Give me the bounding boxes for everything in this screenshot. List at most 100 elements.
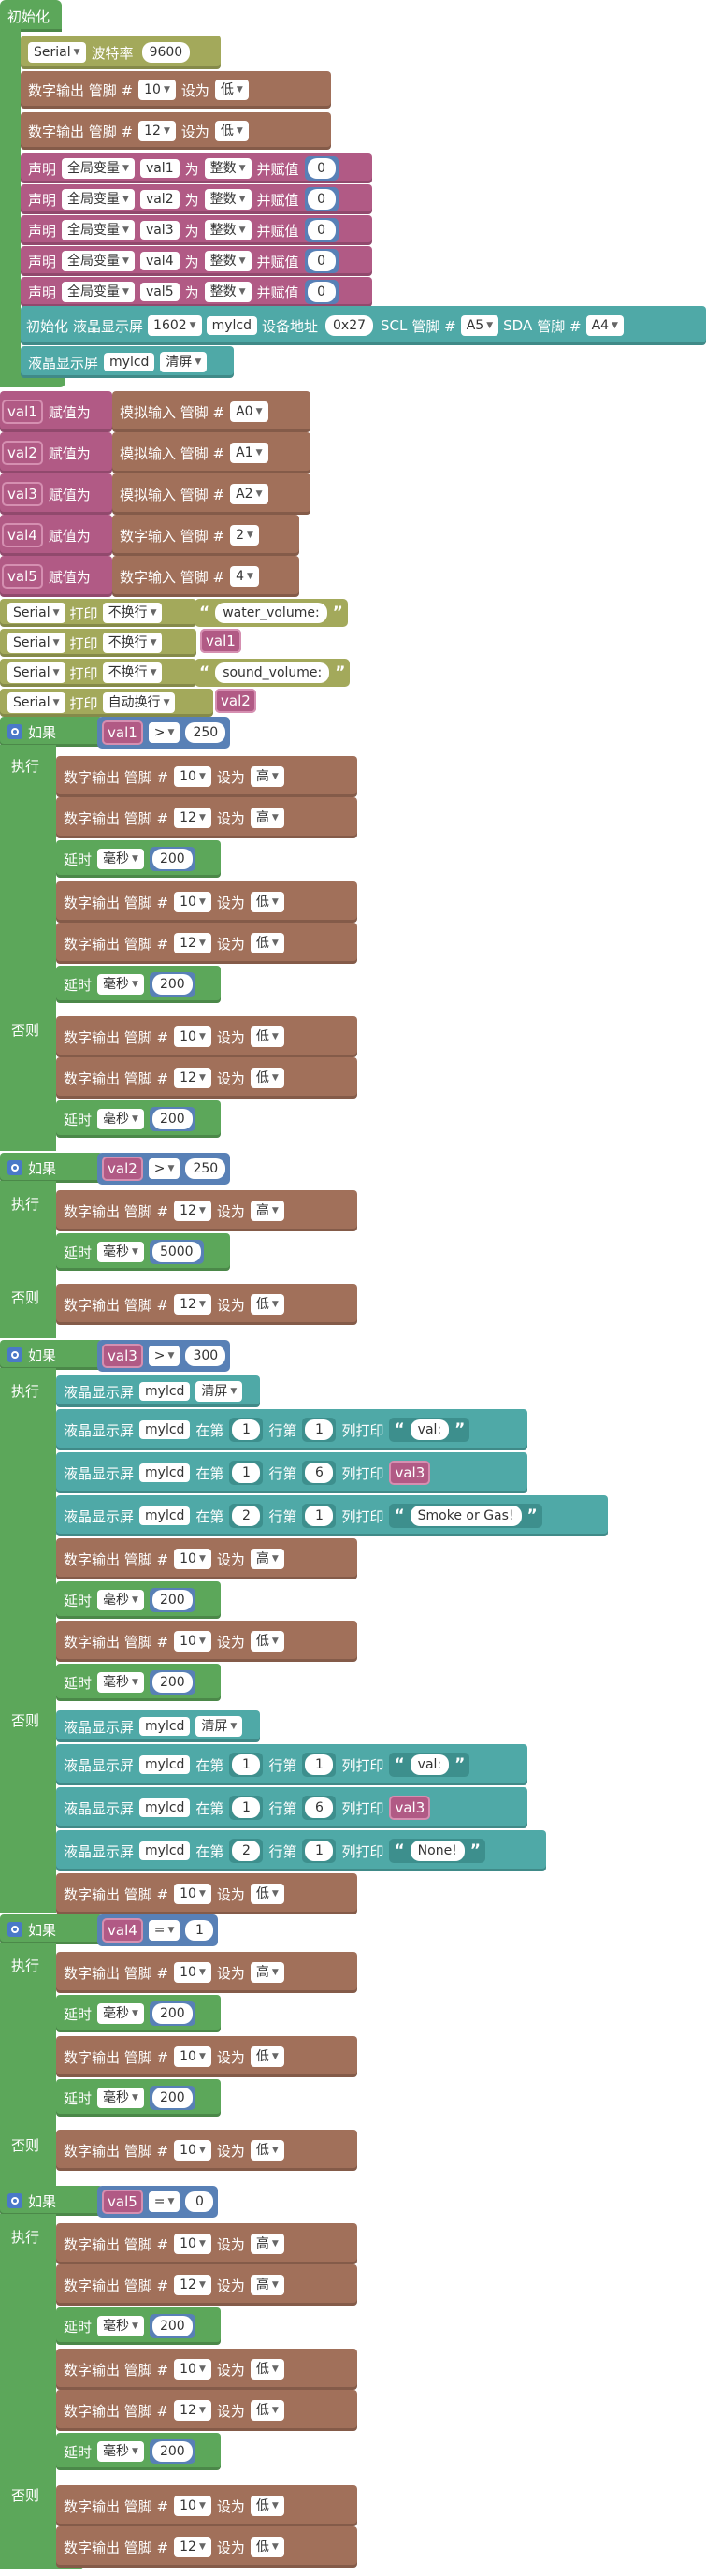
- declare-block[interactable]: 声明 全局变量▼ val5 为 整数▼ 并赋值 0: [21, 277, 372, 307]
- level-dropdown[interactable]: 高▼: [250, 808, 284, 828]
- string-block[interactable]: “val:”: [389, 1753, 470, 1777]
- level-dropdown[interactable]: 低▼: [250, 2537, 284, 2557]
- if-block[interactable]: 如果: [0, 1340, 103, 1370]
- row-value[interactable]: 2: [232, 1841, 261, 1861]
- dout-block[interactable]: 数字输出 管脚 # 10▼ 设为 高▼: [56, 1952, 357, 1993]
- pin-dropdown[interactable]: 10▼: [174, 1631, 211, 1652]
- delay-value[interactable]: 200: [151, 974, 193, 995]
- level-dropdown[interactable]: 低▼: [250, 933, 284, 953]
- delay-block[interactable]: 延时 毫秒▼ 200: [56, 966, 221, 1003]
- pin-dropdown[interactable]: 10▼: [174, 2496, 211, 2516]
- var-getter[interactable]: val2: [102, 1157, 143, 1181]
- type-dropdown[interactable]: 整数▼: [204, 220, 252, 240]
- var-getter[interactable]: val2: [215, 689, 256, 713]
- compare-value[interactable]: 0: [185, 2191, 214, 2212]
- unit-dropdown[interactable]: 毫秒▼: [97, 974, 144, 995]
- analog-read-block[interactable]: 模拟输入 管脚 # A0▼: [112, 391, 310, 432]
- pin-dropdown[interactable]: 10▼: [174, 2046, 211, 2067]
- declare-block[interactable]: 声明 全局变量▼ val1 为 整数▼ 并赋值 0: [21, 153, 372, 183]
- unit-dropdown[interactable]: 毫秒▼: [97, 1109, 144, 1129]
- lcd-model-dropdown[interactable]: 1602▼: [148, 315, 202, 336]
- init-value[interactable]: 0: [307, 189, 336, 210]
- scope-dropdown[interactable]: 全局变量▼: [62, 220, 135, 240]
- var-getter[interactable]: val5: [2, 564, 43, 589]
- init-value[interactable]: 0: [307, 282, 336, 302]
- row-value[interactable]: 1: [232, 1754, 261, 1775]
- row-value[interactable]: 2: [232, 1506, 261, 1526]
- level-dropdown[interactable]: 高▼: [250, 2275, 284, 2295]
- unit-dropdown[interactable]: 毫秒▼: [97, 2316, 144, 2336]
- operator-dropdown[interactable]: >▼: [148, 1346, 180, 1366]
- col-value[interactable]: 6: [305, 1797, 334, 1818]
- operator-dropdown[interactable]: =▼: [148, 1920, 180, 1941]
- compare-value[interactable]: 250: [185, 722, 226, 743]
- delay-value[interactable]: 200: [151, 2316, 193, 2336]
- if-block[interactable]: 如果: [0, 2186, 103, 2216]
- if-block[interactable]: 如果: [0, 1914, 103, 1944]
- lcd-clear-dropdown[interactable]: 清屏▼: [195, 1381, 243, 1402]
- pin-dropdown[interactable]: 12▼: [174, 1294, 211, 1315]
- pin-dropdown[interactable]: 4▼: [230, 566, 259, 587]
- pin-dropdown[interactable]: 10▼: [174, 1026, 211, 1047]
- scope-dropdown[interactable]: 全局变量▼: [62, 189, 135, 210]
- pin-dropdown[interactable]: A0▼: [230, 401, 268, 422]
- dout-block[interactable]: 数字输出 管脚 # 12▼ 设为 低▼: [21, 112, 331, 150]
- compare-block[interactable]: val5 =▼ 0: [97, 2186, 219, 2218]
- delay-block[interactable]: 延时 毫秒▼ 200: [56, 1664, 221, 1701]
- gear-icon[interactable]: [7, 1922, 22, 1937]
- compare-block[interactable]: val3 >▼ 300: [97, 1340, 231, 1372]
- string-value[interactable]: None!: [410, 1841, 465, 1861]
- pin-dropdown[interactable]: 12▼: [174, 808, 211, 828]
- pin-dropdown[interactable]: 10▼: [174, 892, 211, 912]
- type-dropdown[interactable]: 整数▼: [204, 189, 252, 210]
- var-name[interactable]: val2: [139, 190, 180, 209]
- var-getter[interactable]: val4: [102, 1918, 143, 1943]
- dout-block[interactable]: 数字输出 管脚 # 12▼ 设为 高▼: [56, 2264, 357, 2306]
- lcd-name-input[interactable]: mylcd: [139, 1717, 191, 1736]
- serial-print-block[interactable]: Serial▼ 打印 不换行▼: [0, 659, 196, 687]
- init-value[interactable]: 0: [307, 220, 336, 240]
- compare-block[interactable]: val4 =▼ 1: [97, 1914, 219, 1946]
- addr-input[interactable]: 0x27: [325, 315, 374, 336]
- compare-value[interactable]: 1: [185, 1920, 214, 1941]
- level-dropdown[interactable]: 低▼: [250, 2496, 284, 2516]
- level-dropdown[interactable]: 低▼: [214, 121, 249, 141]
- unit-dropdown[interactable]: 毫秒▼: [97, 1242, 144, 1262]
- string-block[interactable]: “Smoke or Gas!”: [389, 1504, 542, 1528]
- string-value[interactable]: val:: [410, 1419, 450, 1440]
- level-dropdown[interactable]: 低▼: [250, 892, 284, 912]
- col-value[interactable]: 1: [305, 1841, 334, 1861]
- pin-dropdown[interactable]: 10▼: [138, 80, 176, 100]
- pin-dropdown[interactable]: 10▼: [174, 1884, 211, 1904]
- row-value[interactable]: 1: [232, 1419, 261, 1440]
- level-dropdown[interactable]: 低▼: [250, 2359, 284, 2380]
- delay-block[interactable]: 延时 毫秒▼ 200: [56, 2079, 221, 2117]
- serial-print-block[interactable]: Serial▼ 打印 自动换行▼: [0, 689, 213, 717]
- gear-icon[interactable]: [7, 1160, 22, 1175]
- level-dropdown[interactable]: 低▼: [250, 2140, 284, 2161]
- level-dropdown[interactable]: 高▼: [250, 1549, 284, 1569]
- assign-block[interactable]: val3 赋值为: [0, 473, 112, 515]
- level-dropdown[interactable]: 高▼: [250, 766, 284, 787]
- pin-dropdown[interactable]: 10▼: [174, 1549, 211, 1569]
- level-dropdown[interactable]: 高▼: [250, 1962, 284, 1983]
- dout-block[interactable]: 数字输出 管脚 # 10▼ 设为 低▼: [56, 2485, 357, 2526]
- if-block[interactable]: 如果: [0, 717, 103, 747]
- delay-block[interactable]: 延时 毫秒▼ 200: [56, 2433, 221, 2470]
- delay-value[interactable]: 200: [151, 1672, 193, 1693]
- dout-block[interactable]: 数字输出 管脚 # 12▼ 设为 低▼: [56, 923, 357, 964]
- level-dropdown[interactable]: 低▼: [250, 1068, 284, 1088]
- row-value[interactable]: 1: [232, 1797, 261, 1818]
- lcd-name-input[interactable]: mylcd: [139, 1506, 191, 1525]
- string-block[interactable]: “water_volume:”: [195, 599, 348, 627]
- delay-block[interactable]: 延时 毫秒▼ 5000: [56, 1233, 230, 1271]
- pin-dropdown[interactable]: 12▼: [174, 2400, 211, 2421]
- lcd-clear-block[interactable]: 液晶显示屏 mylcd 清屏▼: [56, 1710, 260, 1742]
- newline-dropdown[interactable]: 不换行▼: [102, 603, 163, 623]
- compare-block[interactable]: val2 >▼ 250: [97, 1153, 231, 1185]
- var-getter[interactable]: val1: [2, 400, 43, 424]
- serial-begin-block[interactable]: Serial▼ 波特率 9600: [21, 36, 221, 69]
- dout-block[interactable]: 数字输出 管脚 # 12▼ 设为 低▼: [56, 2526, 357, 2568]
- var-name[interactable]: val4: [139, 252, 180, 270]
- lcd-clear-block[interactable]: 液晶显示屏 mylcd 清屏▼: [21, 346, 234, 378]
